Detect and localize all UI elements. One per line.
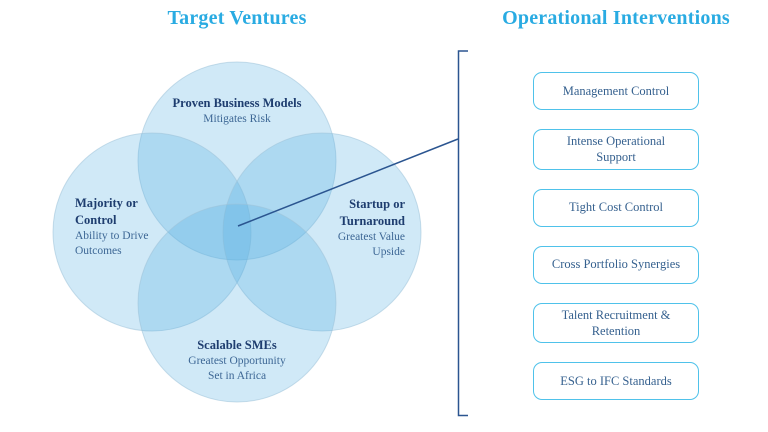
venn-left-title-line1: Majority or <box>75 196 138 210</box>
venn-top-subtitle: Mitigates Risk <box>203 113 271 125</box>
venn-circle-top <box>137 61 337 261</box>
venn-right-subtitle-line2: Upside <box>372 246 405 258</box>
left-section-title: Target Ventures <box>167 7 307 29</box>
intervention-box-intense-operational-support: Intense Operational Support <box>533 129 699 170</box>
intervention-box-esg-ifc-standards: ESG to IFC Standards <box>533 362 699 400</box>
intervention-box-tight-cost-control: Tight Cost Control <box>533 188 699 227</box>
venn-right-title-line1: Startup or <box>349 197 405 211</box>
venn-left-title-line2: Control <box>75 213 117 227</box>
venn-label-proven-business-models: Proven Business Models Mitigates Risk <box>157 95 317 127</box>
venn-left-subtitle-line1: Ability to Drive <box>75 230 149 242</box>
venn-bottom-subtitle-line2: Set in Africa <box>207 370 267 382</box>
intervention-box-cross-portfolio-synergies: Cross Portfolio Synergies <box>533 245 699 284</box>
venn-bottom-title: Scalable SMEs <box>197 338 277 352</box>
venn-bottom-subtitle-line1: Greatest Opportunity <box>188 355 286 367</box>
venn-right-subtitle-line1: Greatest Value <box>337 231 405 243</box>
venn-circle-left <box>52 132 252 332</box>
venn-left-subtitle-line2: Outcomes <box>75 245 122 257</box>
venn-label-majority-control: Majority or Control Ability to Drive Out… <box>75 195 175 259</box>
connector-line <box>237 138 459 227</box>
venn-right-title-line2: Turnaround <box>339 214 405 228</box>
intervention-box-talent-recruitment-retention: Talent Recruitment & Retention <box>533 302 699 343</box>
operational-interventions-list: Management Control Intense Operational S… <box>533 72 699 400</box>
intervention-box-management-control: Management Control <box>533 72 699 110</box>
venn-circle-right <box>222 132 422 332</box>
venn-circles <box>52 61 422 403</box>
right-section-title: Operational Interventions <box>502 7 730 29</box>
venn-label-startup-turnaround: Startup or Turnaround Greatest Value Ups… <box>295 196 405 260</box>
bracket <box>457 50 468 417</box>
venn-circle-bottom <box>137 203 337 403</box>
venn-top-title: Proven Business Models <box>172 96 302 110</box>
venn-label-scalable-smes: Scalable SMEs Greatest Opportunity Set i… <box>162 337 312 384</box>
